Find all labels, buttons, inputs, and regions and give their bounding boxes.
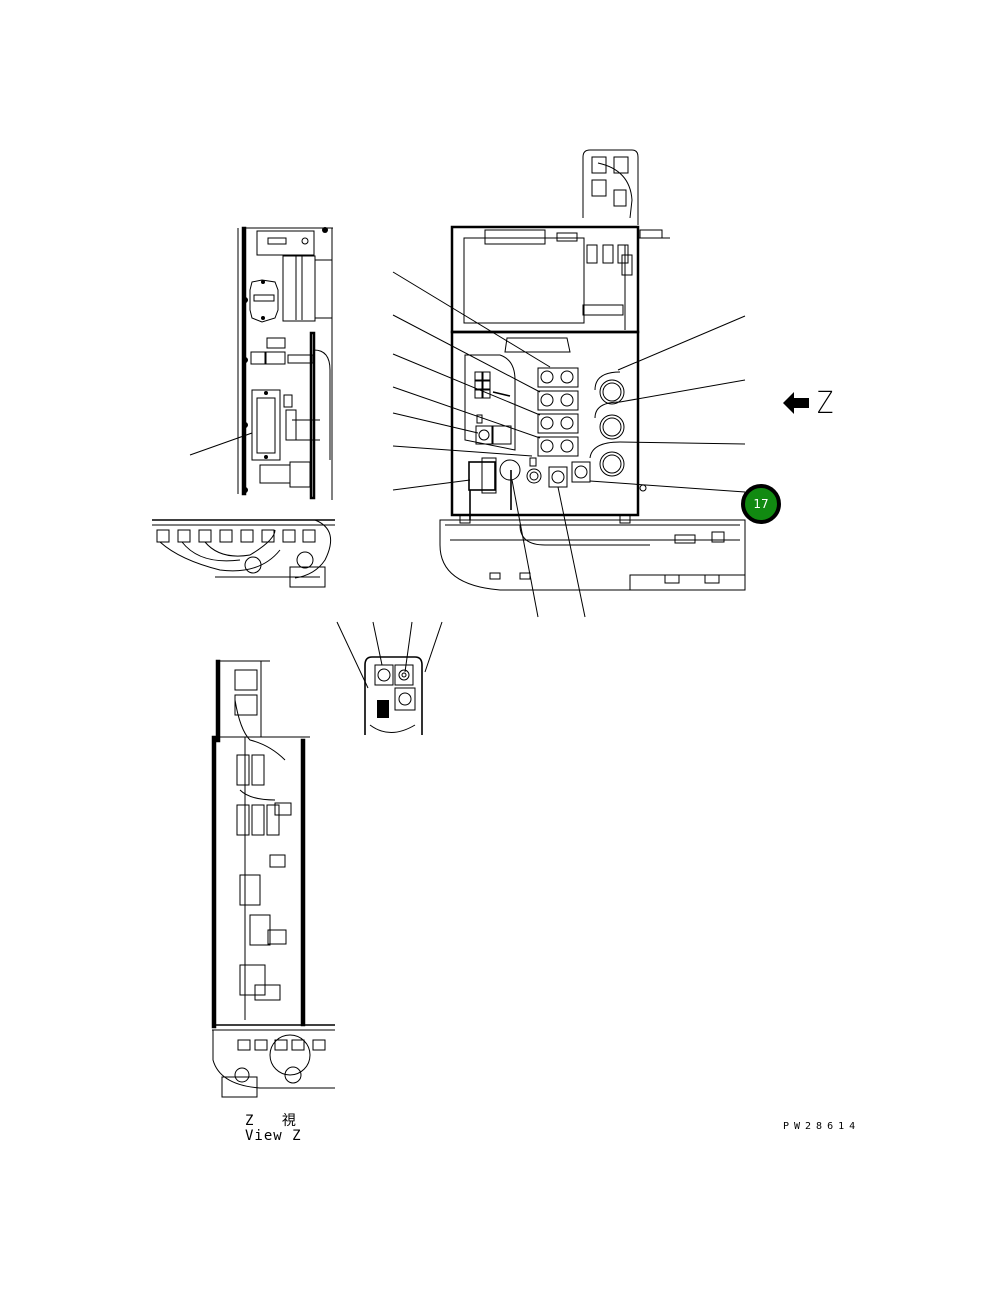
callout-17[interactable]: 17: [741, 484, 781, 524]
detail-view-small: [336, 621, 443, 735]
arrow-left-icon: [783, 392, 809, 414]
front-view-main: [392, 149, 746, 618]
drawing-code: PW28614: [783, 1121, 861, 1132]
view-caption-en: View Z: [245, 1128, 302, 1144]
view-caption-ja: Z 視: [245, 1113, 306, 1129]
side-view-left: [152, 226, 335, 588]
view-z: [211, 659, 335, 1098]
view-direction-label: Z: [817, 386, 834, 421]
